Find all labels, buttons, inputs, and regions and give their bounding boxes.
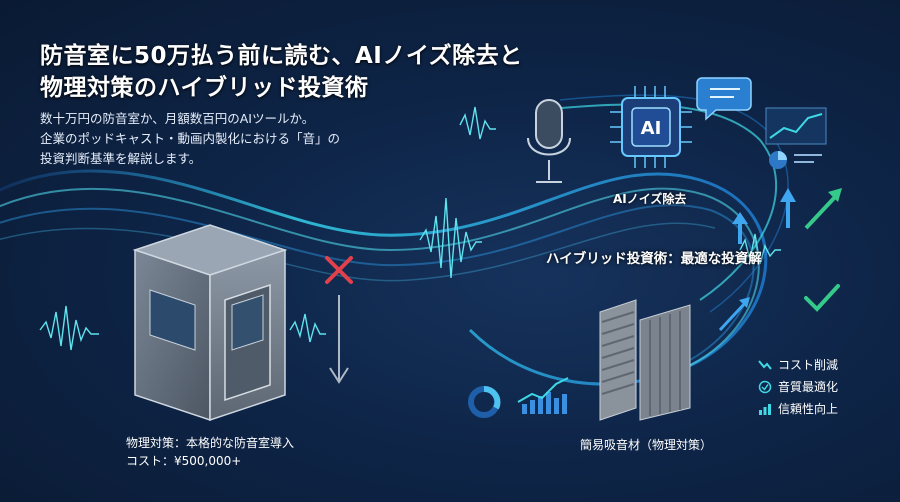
bar-chart-icon — [759, 403, 771, 415]
booth-label: 物理対策：本格的な防音室導入 — [126, 436, 295, 450]
ai-noise-removal-label: AIノイズ除去 — [613, 192, 687, 206]
legend-item-cost: コスト削減 — [758, 356, 838, 373]
legend-label: 信頼性向上 — [778, 402, 839, 416]
soundproof-booth-image — [132, 224, 288, 422]
legend-item-quality: 音質最適化 — [758, 378, 838, 395]
acoustic-panels-image — [599, 299, 691, 421]
trend-down-icon — [758, 359, 772, 370]
hybrid-investment-label: ハイブリッド投資術：最適な投資解 — [546, 251, 762, 267]
down-arrow-icon — [329, 295, 349, 384]
description-line3: 投資判断基準を解説します。 — [40, 151, 202, 166]
checkmark-icon — [804, 284, 840, 312]
legend-label: コスト削減 — [778, 358, 839, 372]
headline-line2: 物理対策のハイブリッド投資術 — [40, 75, 369, 101]
pie-chart-icon — [769, 151, 822, 169]
headline-line1: 防音室に50万払う前に読む、AIノイズ除去と — [40, 43, 523, 69]
acoustic-panel-label: 簡易吸音材（物理対策） — [580, 438, 713, 452]
up-arrows-icon — [718, 188, 842, 332]
ai-chip-icon: AI — [610, 86, 692, 168]
bar-chart-growth-icon — [517, 377, 569, 414]
microphone-icon — [527, 99, 571, 183]
description-line1: 数十万円の防音室か、月額数百円のAIツールか。 — [40, 111, 315, 126]
reject-x-icon — [325, 256, 353, 284]
donut-chart-icon — [468, 386, 501, 418]
legend-label: 音質最適化 — [778, 380, 839, 394]
legend-item-reliability: 信頼性向上 — [758, 400, 838, 417]
chat-bubble-icon — [696, 77, 752, 121]
sound-waveforms — [39, 106, 781, 351]
line-chart-icon — [765, 107, 827, 145]
booth-cost: コスト：¥500,000+ — [126, 454, 242, 468]
description-line2: 企業のポッドキャスト・動画内製化における「音」の — [40, 131, 341, 146]
check-circle-icon — [758, 380, 772, 393]
ai-chip-text: AI — [641, 118, 662, 139]
